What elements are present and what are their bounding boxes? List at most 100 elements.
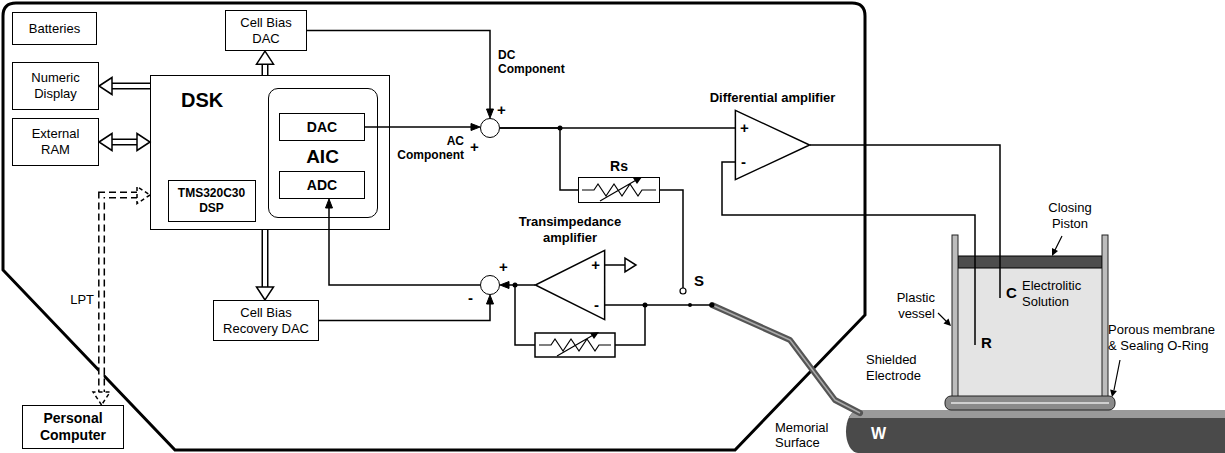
polarity-sign: + [591,256,600,274]
arrowhead [257,51,274,64]
node-label: TMS320C30 DSP [174,186,250,215]
electrode-core [712,305,860,413]
wire-path [365,126,472,128]
arrowhead [500,282,509,289]
arrowhead [257,287,274,300]
arrowhead [137,187,150,204]
bus-arrow [93,187,150,406]
node-label: Transimpedance amplifier [505,214,635,246]
aic-chip: AICDACADC [268,88,378,218]
part-label: Plastic vessel [880,290,935,321]
amplifier-triangle [735,110,809,179]
signal-label: LPT [60,292,94,308]
transimpedance-amplifier: Transimpedance amplifier+- [535,250,605,320]
signal-wire [319,295,494,321]
node-label: Personal Computer [28,410,118,444]
dac-box: Cell Bias Recovery DAC [213,300,319,341]
leader-arrowhead [1052,248,1058,256]
electrode-label: R [981,334,992,352]
dsk-board: DSK TMS320C30 DSP AICDACADC [150,75,390,230]
ground-symbol [625,258,636,272]
wire-path [329,207,480,285]
polarity-sign: + [740,119,749,137]
part-label: Shielded Electrode [866,352,941,383]
differential-amplifier: Differential amplifier+- [735,110,810,180]
polarity-sign: - [594,296,599,314]
arrowhead [487,295,494,304]
switch-label: S [694,272,704,290]
bus-inner [263,63,267,75]
signal-wire [500,128,578,190]
variable-arrowhead [633,177,642,184]
amplifier-triangle [535,250,604,319]
bus-outline [102,195,138,393]
adc-block: ADC [279,171,365,199]
switch-contact [688,303,692,307]
bus-outline [111,139,138,146]
arrowhead [137,134,150,151]
variable-arrowhead [590,332,599,339]
feedback-resistor-box [535,333,615,357]
arrowhead [93,392,110,405]
battery-box: Batteries [12,12,97,45]
electrolytic-solution [958,268,1102,398]
node-label: Cell Bias Recovery DAC [219,305,313,336]
closing-piston [958,256,1102,268]
signal-label: DC Component [498,48,570,77]
polarity-sign: - [741,153,746,171]
bus-arrow [257,51,274,75]
bus-inner [111,84,150,88]
switch-pivot [710,303,715,308]
resistor-symbol [539,334,611,356]
leader-arrowhead [944,319,952,327]
dsp-chip: TMS320C30 DSP [168,180,256,222]
vessel-wall [1102,235,1108,398]
bus-arrow [257,230,274,300]
computer-box: Personal Computer [22,405,124,449]
node-label: Cell Bias DAC [231,15,301,46]
wire-path [508,284,535,286]
polarity-sign: + [499,258,508,276]
bus-inner [111,140,138,144]
node-label: External RAM [18,126,93,157]
bus-outline [262,230,269,288]
signal-label: AC Component [394,134,464,163]
node-label: DSK [181,88,223,112]
dac-box: Cell Bias DAC [225,10,307,51]
node-label: AIC [269,146,377,169]
porous-membrane [951,402,1109,404]
leader-line [938,236,1120,390]
wire-path [307,31,490,110]
bus-outline [111,83,150,90]
surface-top-face [849,410,1225,418]
bus-arrow [99,134,150,151]
node-label: ADC [307,177,337,194]
shielded-electrode [712,305,860,413]
signal-wire [365,124,480,131]
node-label: Batteries [29,21,80,37]
node-label: Differential amplifier [707,90,838,106]
switch-contact [680,288,686,294]
part-label: Memorial Surface [775,420,841,450]
arrowhead [471,124,480,131]
polarity-sign: + [497,101,506,119]
leader-arrowhead [1110,390,1117,398]
display-box: Numeric Display [12,62,99,110]
electrode-label: C [1006,284,1017,302]
signal-wire [326,199,481,285]
summing-junction: +- [480,275,500,295]
part-label: Electrolitic Solution [1022,278,1100,309]
resistor-symbol [582,179,656,201]
polarity-sign: - [468,289,473,307]
arrowhead [99,78,112,95]
summing-junction: ++ [480,118,500,138]
node-label: Rs [579,158,659,175]
wire-path [319,303,490,321]
sealing-o-ring [945,396,1115,410]
part-label: Porous membrane & Sealing O-Ring [1108,322,1222,353]
arrowhead [487,109,494,118]
bus-inner [263,230,267,288]
arrowhead [99,134,112,151]
connector-layer [93,31,735,405]
bus-inner [102,195,138,393]
